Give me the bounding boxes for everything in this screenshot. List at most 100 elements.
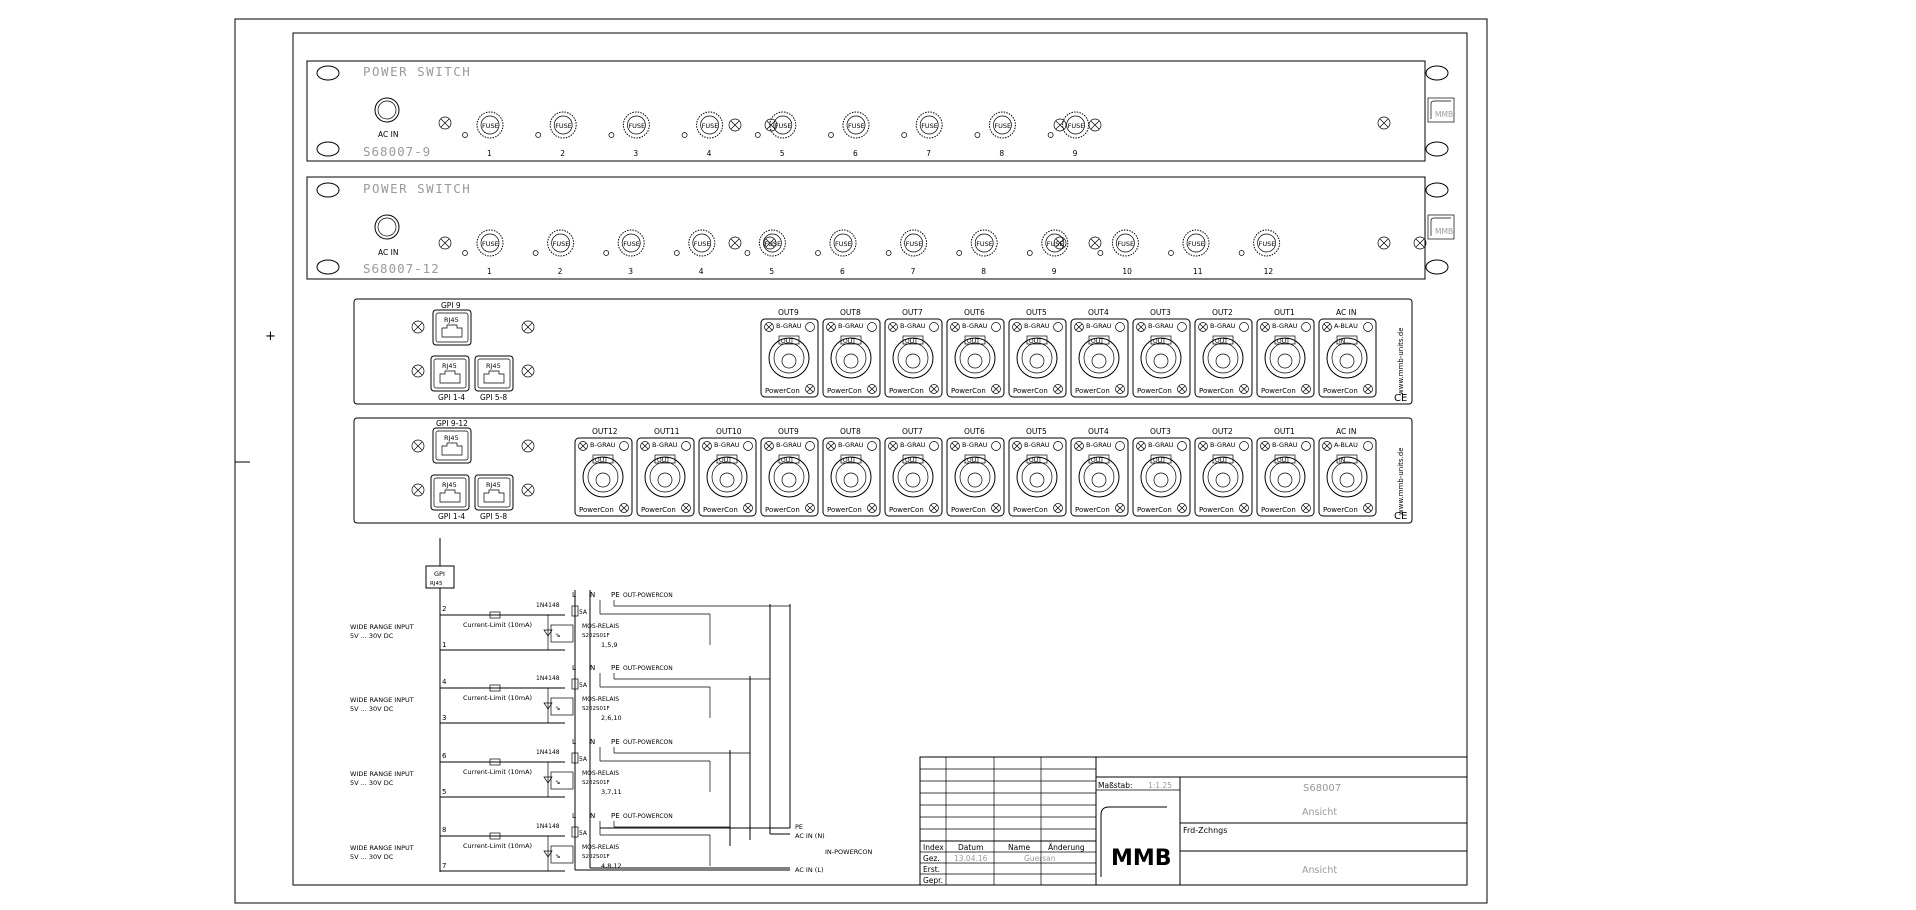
screw-icon <box>764 441 774 451</box>
screw-icon <box>411 320 425 334</box>
connector-inner: OUT <box>781 338 794 345</box>
input-range: 5V ... 30V DC <box>350 705 394 713</box>
screw-icon <box>763 236 777 250</box>
led-indicator <box>956 250 963 256</box>
led-indicator <box>828 132 834 138</box>
screw-icon <box>1012 441 1022 451</box>
fuse-number: 4 <box>699 267 704 276</box>
resistor <box>489 684 501 692</box>
fuse-number: 5 <box>780 149 785 158</box>
relay-outputs: 1,5,9 <box>601 641 618 649</box>
connector-label: OUT4 <box>1088 427 1109 436</box>
screw-icon <box>1260 441 1270 451</box>
input-label: WIDE RANGE INPUT <box>350 696 414 704</box>
screw-icon <box>1115 384 1125 394</box>
fuse-label: FUSE <box>623 240 640 248</box>
connector-color: B-GRAU <box>1024 322 1050 330</box>
connector-inner: OUT <box>657 457 670 464</box>
led-indicator <box>681 132 688 138</box>
connector-inner: OUT <box>1215 338 1228 345</box>
screw-icon <box>1239 503 1249 513</box>
svg-text:RJ45: RJ45 <box>486 362 501 370</box>
led-indicator <box>603 250 610 256</box>
connector-type: PowerCon <box>1199 387 1234 395</box>
fuse-number: 8 <box>999 149 1004 158</box>
screw-icon <box>888 322 898 332</box>
svg-text:PE: PE <box>795 823 803 831</box>
screw-icon <box>929 384 939 394</box>
gpi-label: GPI 9 <box>441 301 461 310</box>
connector-color: B-GRAU <box>962 322 988 330</box>
line-label: L <box>572 738 576 746</box>
gpi-label: GPI 5-8 <box>480 393 507 402</box>
connector-color: B-GRAU <box>652 441 678 449</box>
led-indicator <box>744 250 751 256</box>
connector-type: PowerCon <box>1137 506 1172 514</box>
screw-icon <box>1322 441 1332 451</box>
crosshair-mark: + <box>265 329 276 344</box>
screw-icon <box>991 384 1001 394</box>
fuse-rating: 5A <box>579 830 588 837</box>
connector-color: B-GRAU <box>590 441 616 449</box>
screw-icon <box>1198 441 1208 451</box>
relay-outputs: 2,6,10 <box>601 714 622 722</box>
relay-glyph: ⇘ <box>555 704 560 712</box>
fuse-label: FUSE <box>628 122 645 130</box>
screw-icon <box>1363 503 1373 513</box>
input-label: WIDE RANGE INPUT <box>350 770 414 778</box>
screw-icon <box>805 503 815 513</box>
fuse-number: 1 <box>487 267 492 276</box>
led-indicator <box>974 132 981 138</box>
fuse-holder: FUSE <box>476 111 504 139</box>
panel-title: POWER SWITCH <box>363 64 471 79</box>
connector-color: B-GRAU <box>1272 322 1298 330</box>
connector-inner: OUT <box>1153 338 1166 345</box>
screw-icon <box>411 364 425 378</box>
connector-type: PowerCon <box>951 506 986 514</box>
fuse-number: 4 <box>707 149 712 158</box>
fuse-rating: 5A <box>579 682 588 689</box>
powercon-row: OUT12B-GRAUOUTPowerConOUT11B-GRAUOUTPowe… <box>574 427 1377 517</box>
fuse-number: 8 <box>981 267 986 276</box>
title-block: Index Datum Name Änderung Gez. 13.04.16 … <box>919 756 1468 886</box>
input-range: 5V ... 30V DC <box>350 853 394 861</box>
relay-outputs: 4,8,12 <box>601 862 622 870</box>
connector-label: OUT8 <box>840 308 861 317</box>
fuse-label: FUSE <box>1117 240 1134 248</box>
connector-color: B-GRAU <box>1210 322 1236 330</box>
line-label: N <box>590 812 595 820</box>
resistor <box>489 832 501 840</box>
led-indicator <box>532 250 539 256</box>
connector-label: OUT10 <box>716 427 742 436</box>
screw-icon <box>702 441 712 451</box>
screw-icon <box>619 503 629 513</box>
screw-icon <box>867 384 877 394</box>
pin-number: 3 <box>442 714 446 722</box>
ce-mark: CE <box>1394 511 1407 522</box>
svg-text:Datum: Datum <box>958 843 983 852</box>
diode-label: 1N4148 <box>536 749 560 756</box>
fuse-holder: FUSE <box>842 111 870 139</box>
relay-symbol <box>550 697 574 716</box>
screw-icon <box>1136 441 1146 451</box>
line-label: L <box>572 812 576 820</box>
led-indicator <box>754 132 761 138</box>
fuse-holder: FUSE <box>1182 229 1210 257</box>
connector-label: OUT7 <box>902 308 923 317</box>
led-indicator <box>608 132 615 138</box>
rack-ear-hole <box>1425 141 1449 157</box>
connector-inner: OUT <box>905 338 918 345</box>
fuse-label: FUSE <box>553 240 570 248</box>
screw-icon <box>1088 236 1102 250</box>
connector-type: PowerCon <box>827 506 862 514</box>
fuse-holder: FUSE <box>617 229 645 257</box>
connector-color: B-GRAU <box>838 441 864 449</box>
connector-type: PowerCon <box>1261 506 1296 514</box>
connector-type: PowerCon <box>1199 506 1234 514</box>
connector-color: B-GRAU <box>776 322 802 330</box>
